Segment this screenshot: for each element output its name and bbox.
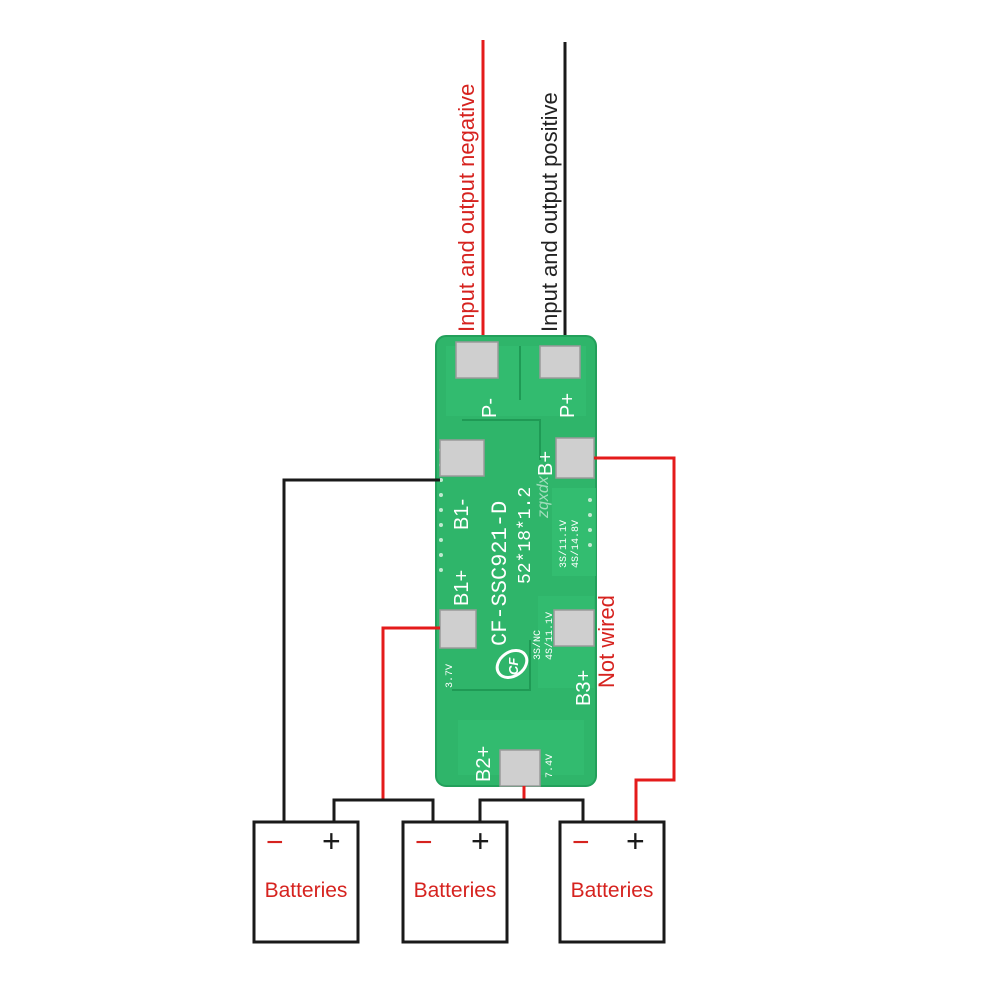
pcb-board: P- P+ B+ B1- B1+ B2+ B3+ CF-SSC921-D 52*… bbox=[435, 335, 597, 787]
silk-voltage-a: 3S/11.1V bbox=[558, 520, 570, 568]
pad-b1-minus bbox=[439, 439, 485, 477]
silk-model: CF-SSC921-D bbox=[488, 501, 513, 646]
silk-p-minus: P- bbox=[479, 398, 501, 418]
pcb-trace-2 bbox=[462, 419, 541, 460]
wire-b-plus bbox=[594, 456, 676, 822]
silk-voltage-c: 3S/NC bbox=[532, 630, 544, 660]
pad-b3-plus bbox=[553, 609, 595, 647]
wire-b1-plus bbox=[381, 626, 440, 800]
pcb-trace-1 bbox=[452, 640, 531, 691]
battery-2-plus: + bbox=[471, 823, 490, 859]
label-not-wired: Not wired bbox=[594, 595, 619, 688]
battery-1-label: Batteries bbox=[265, 879, 348, 902]
pad-p-minus bbox=[455, 341, 499, 379]
silk-b1-minus: B1- bbox=[451, 499, 473, 530]
watermark: zqxdx bbox=[535, 475, 552, 519]
label-input-output-negative: Input and output negative bbox=[454, 84, 479, 332]
pad-b1-plus bbox=[439, 609, 477, 649]
silk-b-plus: B+ bbox=[535, 451, 557, 476]
cf-logo: CF bbox=[495, 649, 529, 679]
pad-b-plus bbox=[555, 437, 595, 479]
pad-p-plus bbox=[539, 345, 581, 379]
label-input-output-positive: Input and output positive bbox=[537, 92, 562, 332]
battery-1: − + Batteries bbox=[252, 820, 360, 944]
battery-2-label: Batteries bbox=[414, 879, 497, 902]
silk-size: 52*18*1.2 bbox=[516, 487, 536, 584]
battery-3: − + Batteries bbox=[558, 820, 666, 944]
wire-bridge-2-3 bbox=[478, 798, 585, 822]
battery-1-minus: − bbox=[266, 826, 284, 859]
silk-b1-plus: B1+ bbox=[451, 570, 473, 606]
silk-voltage-b: 4S/14.8V bbox=[570, 520, 582, 568]
silk-voltage-e: 3.7V bbox=[445, 664, 456, 688]
wire-b1-minus bbox=[282, 478, 440, 822]
battery-2-minus: − bbox=[415, 826, 433, 859]
pad-b2-plus bbox=[499, 749, 541, 787]
battery-3-label: Batteries bbox=[571, 879, 654, 902]
battery-2: − + Batteries bbox=[401, 820, 509, 944]
silk-b3-plus: B3+ bbox=[573, 670, 595, 706]
pcb-region-right bbox=[552, 488, 596, 576]
silk-p-plus: P+ bbox=[557, 393, 579, 418]
wire-bridge-1-2 bbox=[332, 798, 435, 822]
svg-text:CF: CF bbox=[506, 657, 521, 675]
silk-b2-plus: B2+ bbox=[473, 746, 495, 782]
battery-3-minus: − bbox=[572, 826, 590, 859]
silk-voltage-d: 4S/11.1V bbox=[544, 612, 556, 660]
battery-1-plus: + bbox=[322, 823, 341, 859]
silk-voltage-f: 7.4V bbox=[545, 754, 556, 778]
battery-3-plus: + bbox=[626, 823, 645, 859]
